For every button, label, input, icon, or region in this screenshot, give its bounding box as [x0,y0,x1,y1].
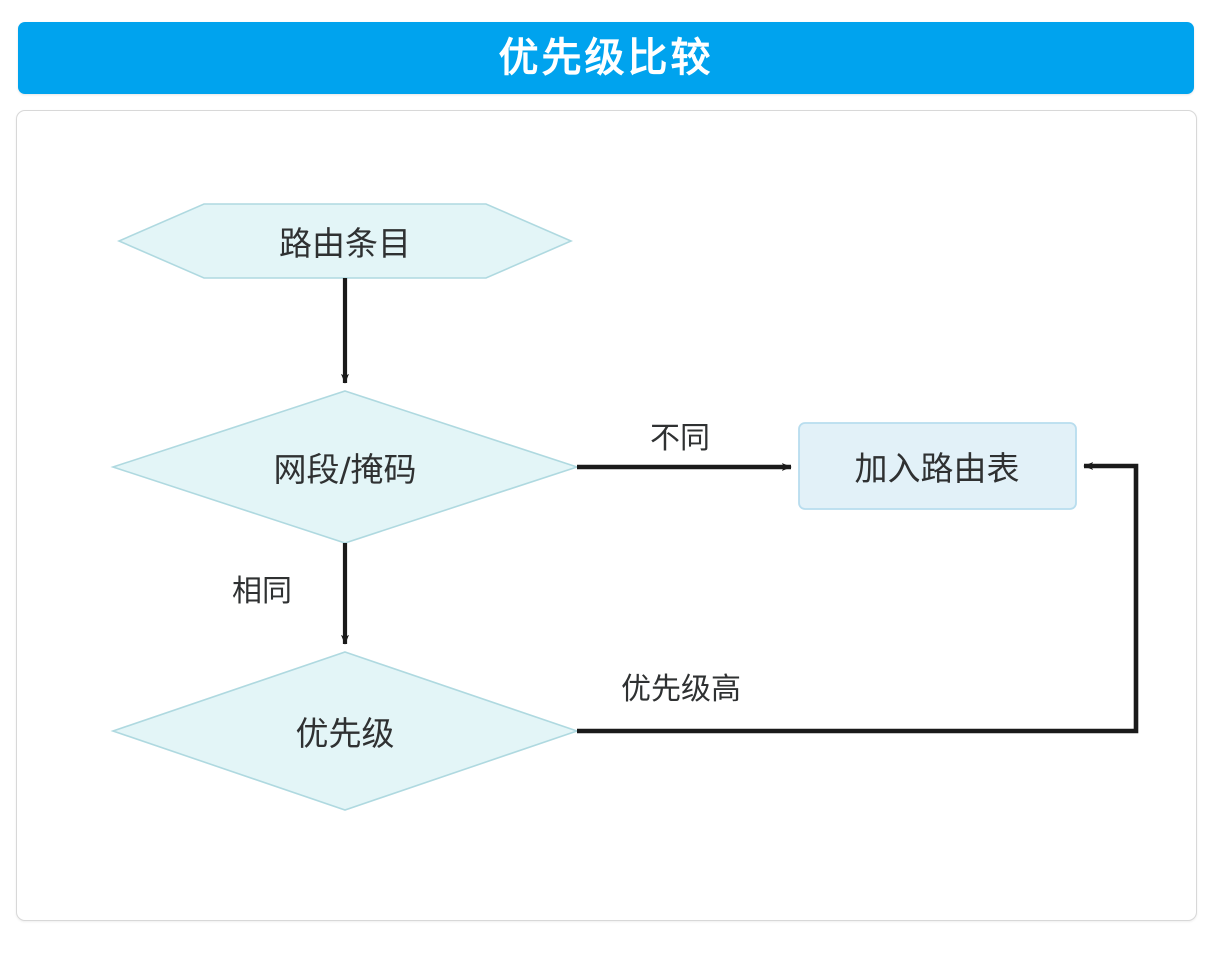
connector-priority-to-add-to-table [577,462,1139,734]
node-shape-priority [110,651,580,811]
node-shape-add-to-table [798,422,1077,510]
page-header: 优先级比较 [18,22,1194,94]
edge-label-different: 不同 [650,421,710,456]
page-title: 优先级比较 [498,35,714,81]
edge-label-higher-priority: 优先级高 [621,672,741,707]
node-shape-net-mask [110,390,580,544]
diagram-container: 路由条目 网段/掩码 优先级 加入路由表 不同 相同 优先级高 [16,110,1197,921]
edge-label-same: 相同 [232,574,292,609]
node-shape-route-entry [116,203,574,279]
diagram-canvas: 路由条目 网段/掩码 优先级 加入路由表 不同 相同 优先级高 [17,111,1196,920]
